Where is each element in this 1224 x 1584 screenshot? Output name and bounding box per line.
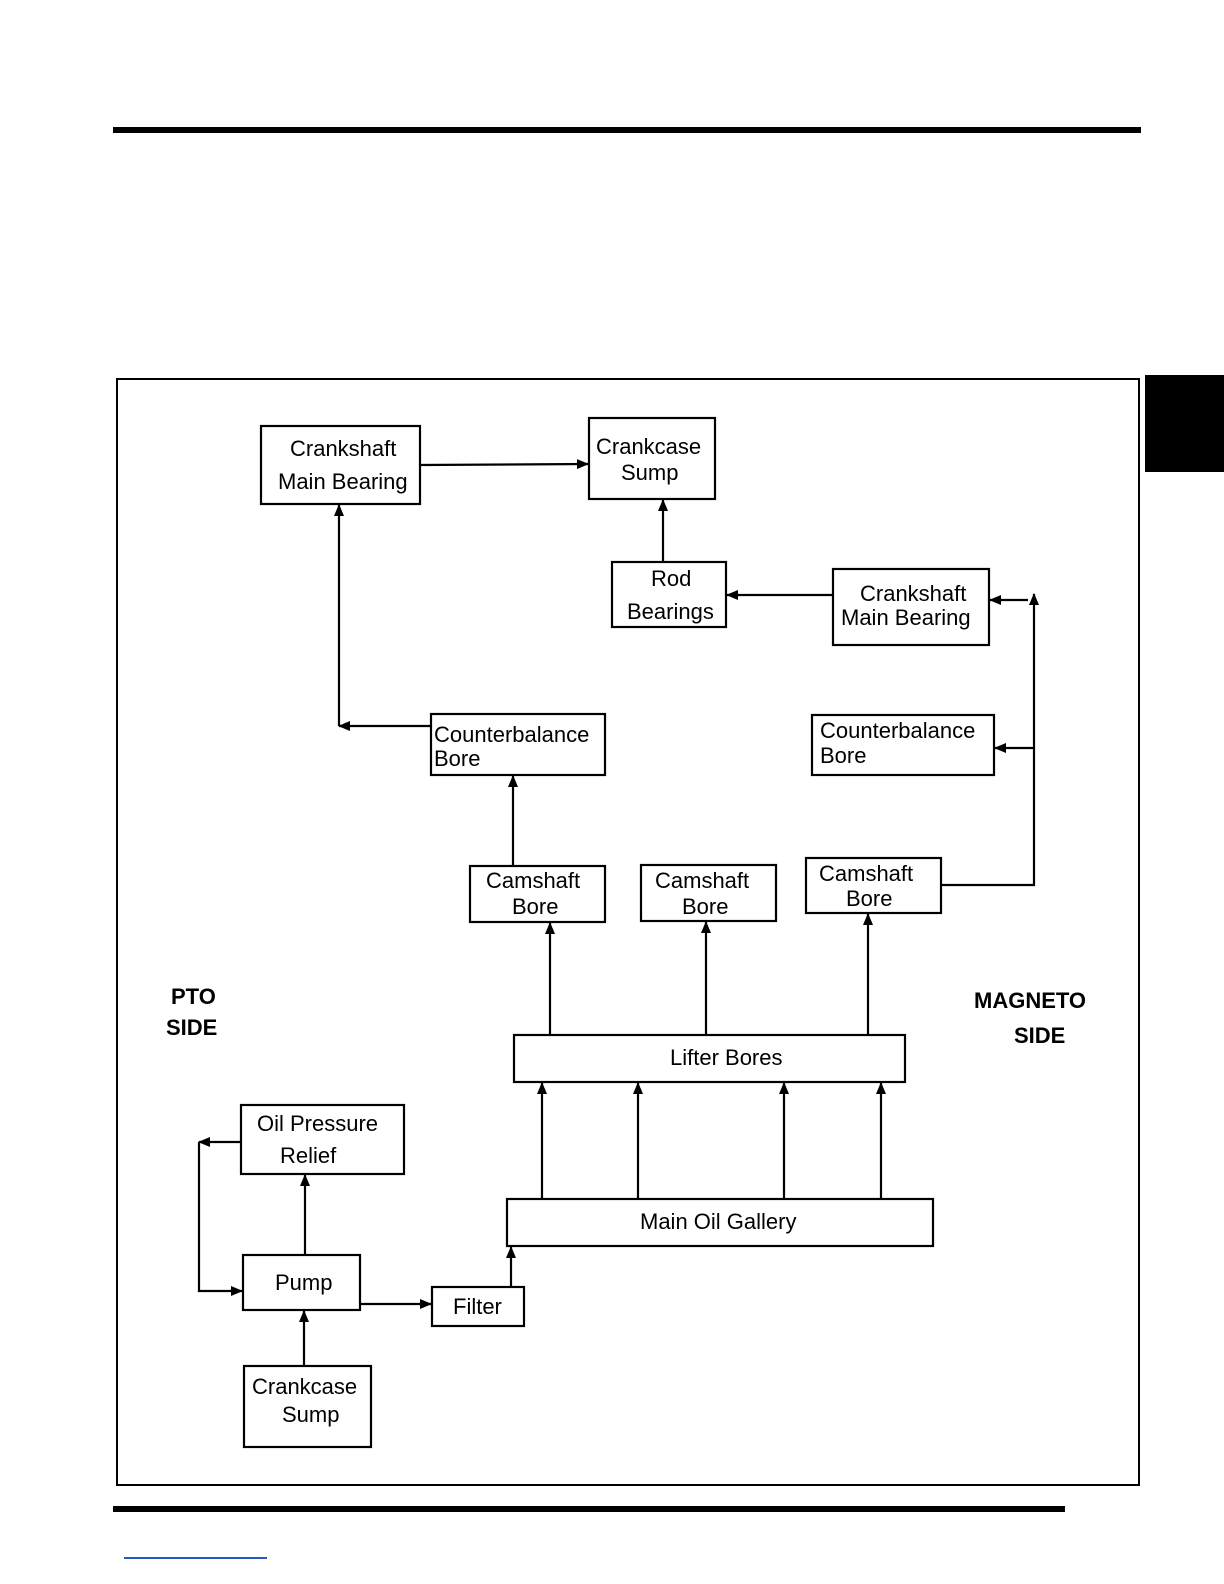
node-label-line: Crankshaft <box>860 581 966 606</box>
node-label-line: Bore <box>820 743 866 768</box>
arrow-crankshaft-to-sump <box>420 464 588 465</box>
node-label-line: Bearings <box>627 599 714 624</box>
pto-side-label-line1: PTO <box>171 984 216 1009</box>
node-label-line: Bore <box>512 894 558 919</box>
node-camshaft-bore-2: Camshaft Bore <box>641 865 776 921</box>
node-label-line: Camshaft <box>819 861 913 886</box>
node-crankshaft-main-bearing-mag: Crankshaft Main Bearing <box>833 569 989 645</box>
node-pump: Pump <box>243 1255 360 1310</box>
node-label-line: Filter <box>453 1294 502 1319</box>
node-main-oil-gallery: Main Oil Gallery <box>507 1199 933 1246</box>
node-label-line: Bore <box>846 886 892 911</box>
node-crankshaft-main-bearing-pto: Crankshaft Main Bearing <box>261 426 420 504</box>
node-label-line: Sump <box>621 460 678 485</box>
node-label-line: Crankcase <box>252 1374 357 1399</box>
node-label-line: Oil Pressure <box>257 1111 378 1136</box>
node-label-line: Relief <box>280 1143 337 1168</box>
node-label-line: Bore <box>682 894 728 919</box>
node-label-line: Lifter Bores <box>670 1045 783 1070</box>
node-label-line: Main Bearing <box>278 469 408 494</box>
node-label-line: Rod <box>651 566 691 591</box>
node-label-line: Counterbalance <box>434 722 589 747</box>
node-label-line: Camshaft <box>486 868 580 893</box>
node-label-line: Sump <box>282 1402 339 1427</box>
node-label-line: Camshaft <box>655 868 749 893</box>
node-label-line: Pump <box>275 1270 332 1295</box>
node-label-line: Crankshaft <box>290 436 396 461</box>
arrow-relief-loop-return <box>199 1142 242 1291</box>
node-camshaft-bore-3: Camshaft Bore <box>806 858 941 913</box>
node-counterbalance-bore-mag: Counterbalance Bore <box>812 715 994 775</box>
node-label-line: Bore <box>434 746 480 771</box>
magneto-side-label-line2: SIDE <box>1014 1023 1065 1048</box>
node-label-line: Counterbalance <box>820 718 975 743</box>
node-lifter-bores: Lifter Bores <box>514 1035 905 1082</box>
node-label-line: Crankcase <box>596 434 701 459</box>
node-oil-pressure-relief: Oil Pressure Relief <box>241 1105 404 1174</box>
node-label-line: Main Oil Gallery <box>640 1209 796 1234</box>
node-camshaft-bore-1: Camshaft Bore <box>470 866 605 922</box>
node-filter: Filter <box>432 1287 524 1326</box>
node-label-line: Main Bearing <box>841 605 971 630</box>
node-crankcase-sump-bottom: Crankcase Sump <box>244 1366 371 1447</box>
pto-side-label-line2: SIDE <box>166 1015 217 1040</box>
node-crankcase-sump-top: Crankcase Sump <box>589 418 715 499</box>
node-rod-bearings: Rod Bearings <box>612 562 726 627</box>
magneto-side-label-line1: MAGNETO <box>974 988 1086 1013</box>
node-counterbalance-bore-pto: Counterbalance Bore <box>431 714 605 775</box>
